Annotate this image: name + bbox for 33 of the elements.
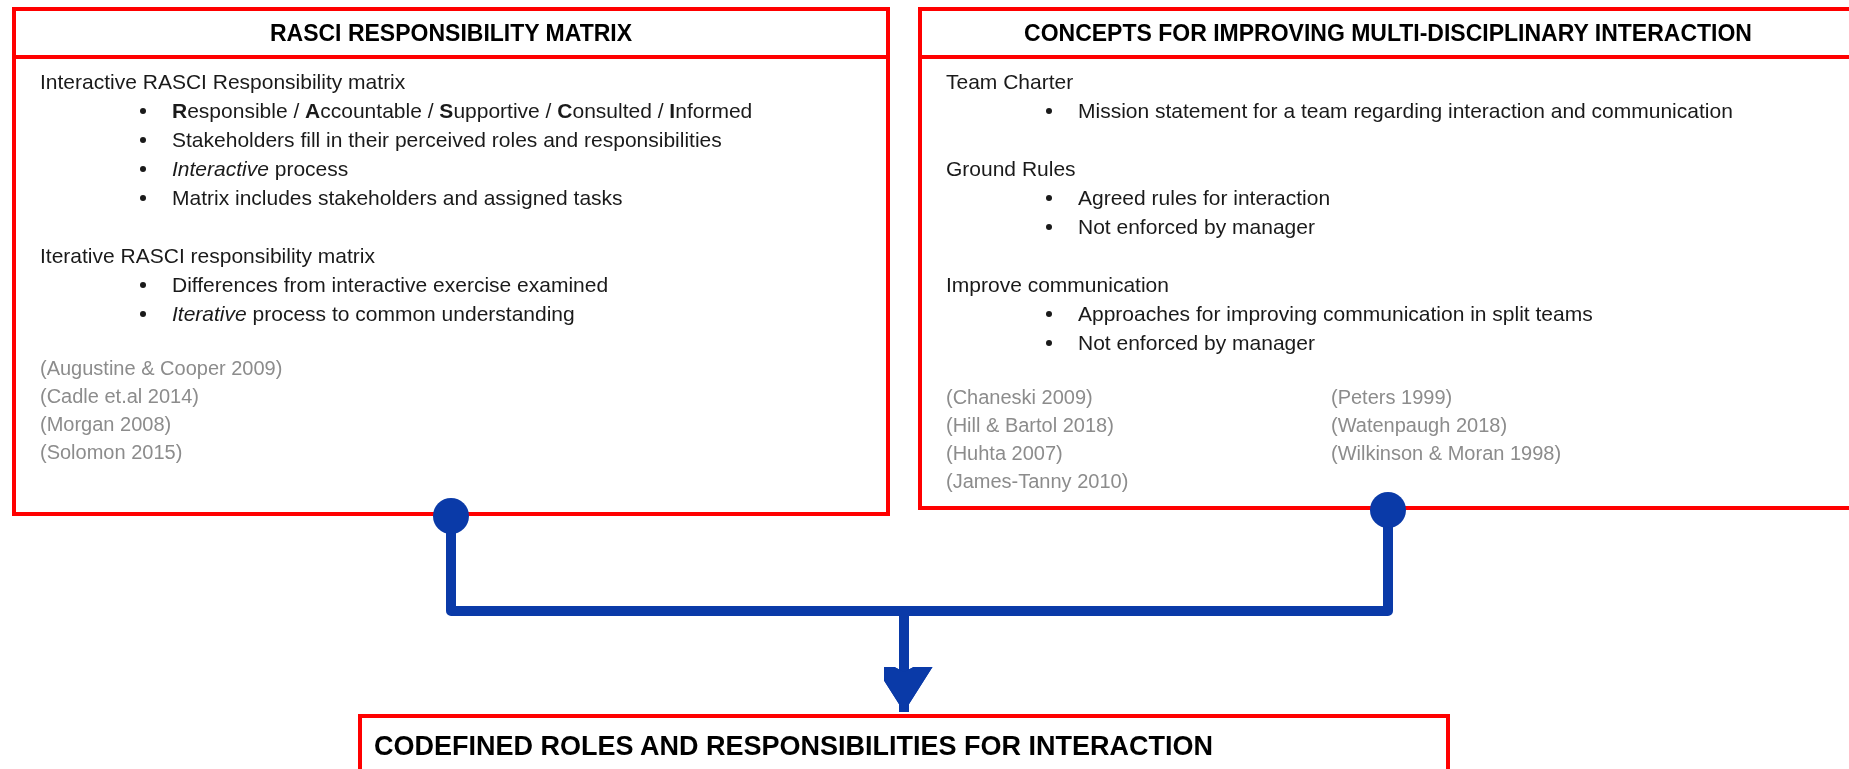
bullet-text: Agreed rules for interaction <box>1078 185 1331 211</box>
section-heading: Improve communication <box>945 272 1170 298</box>
citation: (Morgan 2008) <box>40 412 173 437</box>
citation: (Hill & Bartol 2018) <box>946 413 1115 438</box>
citation: (Watenpaugh 2018) <box>1331 413 1509 438</box>
citation: (Cadle et.al 2014) <box>40 384 200 409</box>
section-heading: Team Charter <box>945 69 1075 95</box>
panel-heading: CONCEPTS FOR IMPROVING MULTI-DISCIPLINARY INTERACTION <box>922 11 1849 59</box>
panel-heading: RASCI RESPONSIBILITY MATRIX <box>16 11 886 59</box>
bullet-text: Differences from interactive exercise examined <box>172 272 609 298</box>
section-heading: Interactive RASCI Responsibility matrix <box>39 69 407 95</box>
citation: (Peters 1999) <box>1331 385 1454 410</box>
section-heading: Ground Rules <box>945 156 1077 182</box>
bullet-text: Not enforced by manager <box>1078 214 1315 240</box>
bullet-text: Stakeholders fill in their perceived roles and responsibilities <box>172 127 722 153</box>
citation: (Wilkinson & Moran 1998) <box>1331 441 1562 466</box>
citation: (James-Tanny 2010) <box>946 469 1130 494</box>
bullet-text: Matrix includes stakeholders and assigned tasks <box>172 185 623 211</box>
bullet-text: Iterative process to common understanding <box>172 301 575 327</box>
bullet-text: Approaches for improving communication in split teams <box>1078 301 1593 327</box>
bullet-text: Not enforced by manager <box>1078 330 1315 356</box>
content-panel <box>358 714 1450 769</box>
result-heading: CODEFINED ROLES AND RESPONSIBILITIES FOR INTERACTION <box>373 730 1215 763</box>
bullet-text: Mission statement for a team regarding interaction and communication <box>1078 98 1733 124</box>
citation: (Solomon 2015) <box>40 440 184 465</box>
bullet-text: Responsible / Accountable / Supportive / Consulted / Informed <box>172 98 753 124</box>
citation: (Huhta 2007) <box>946 441 1064 466</box>
citation: (Chaneski 2009) <box>946 385 1094 410</box>
citation: (Augustine & Cooper 2009) <box>40 356 284 381</box>
section-heading: Iterative RASCI responsibility matrix <box>39 243 376 269</box>
bullet-text: Interactive process <box>172 156 349 182</box>
content-panel <box>918 7 1849 510</box>
content-panel <box>12 7 890 516</box>
